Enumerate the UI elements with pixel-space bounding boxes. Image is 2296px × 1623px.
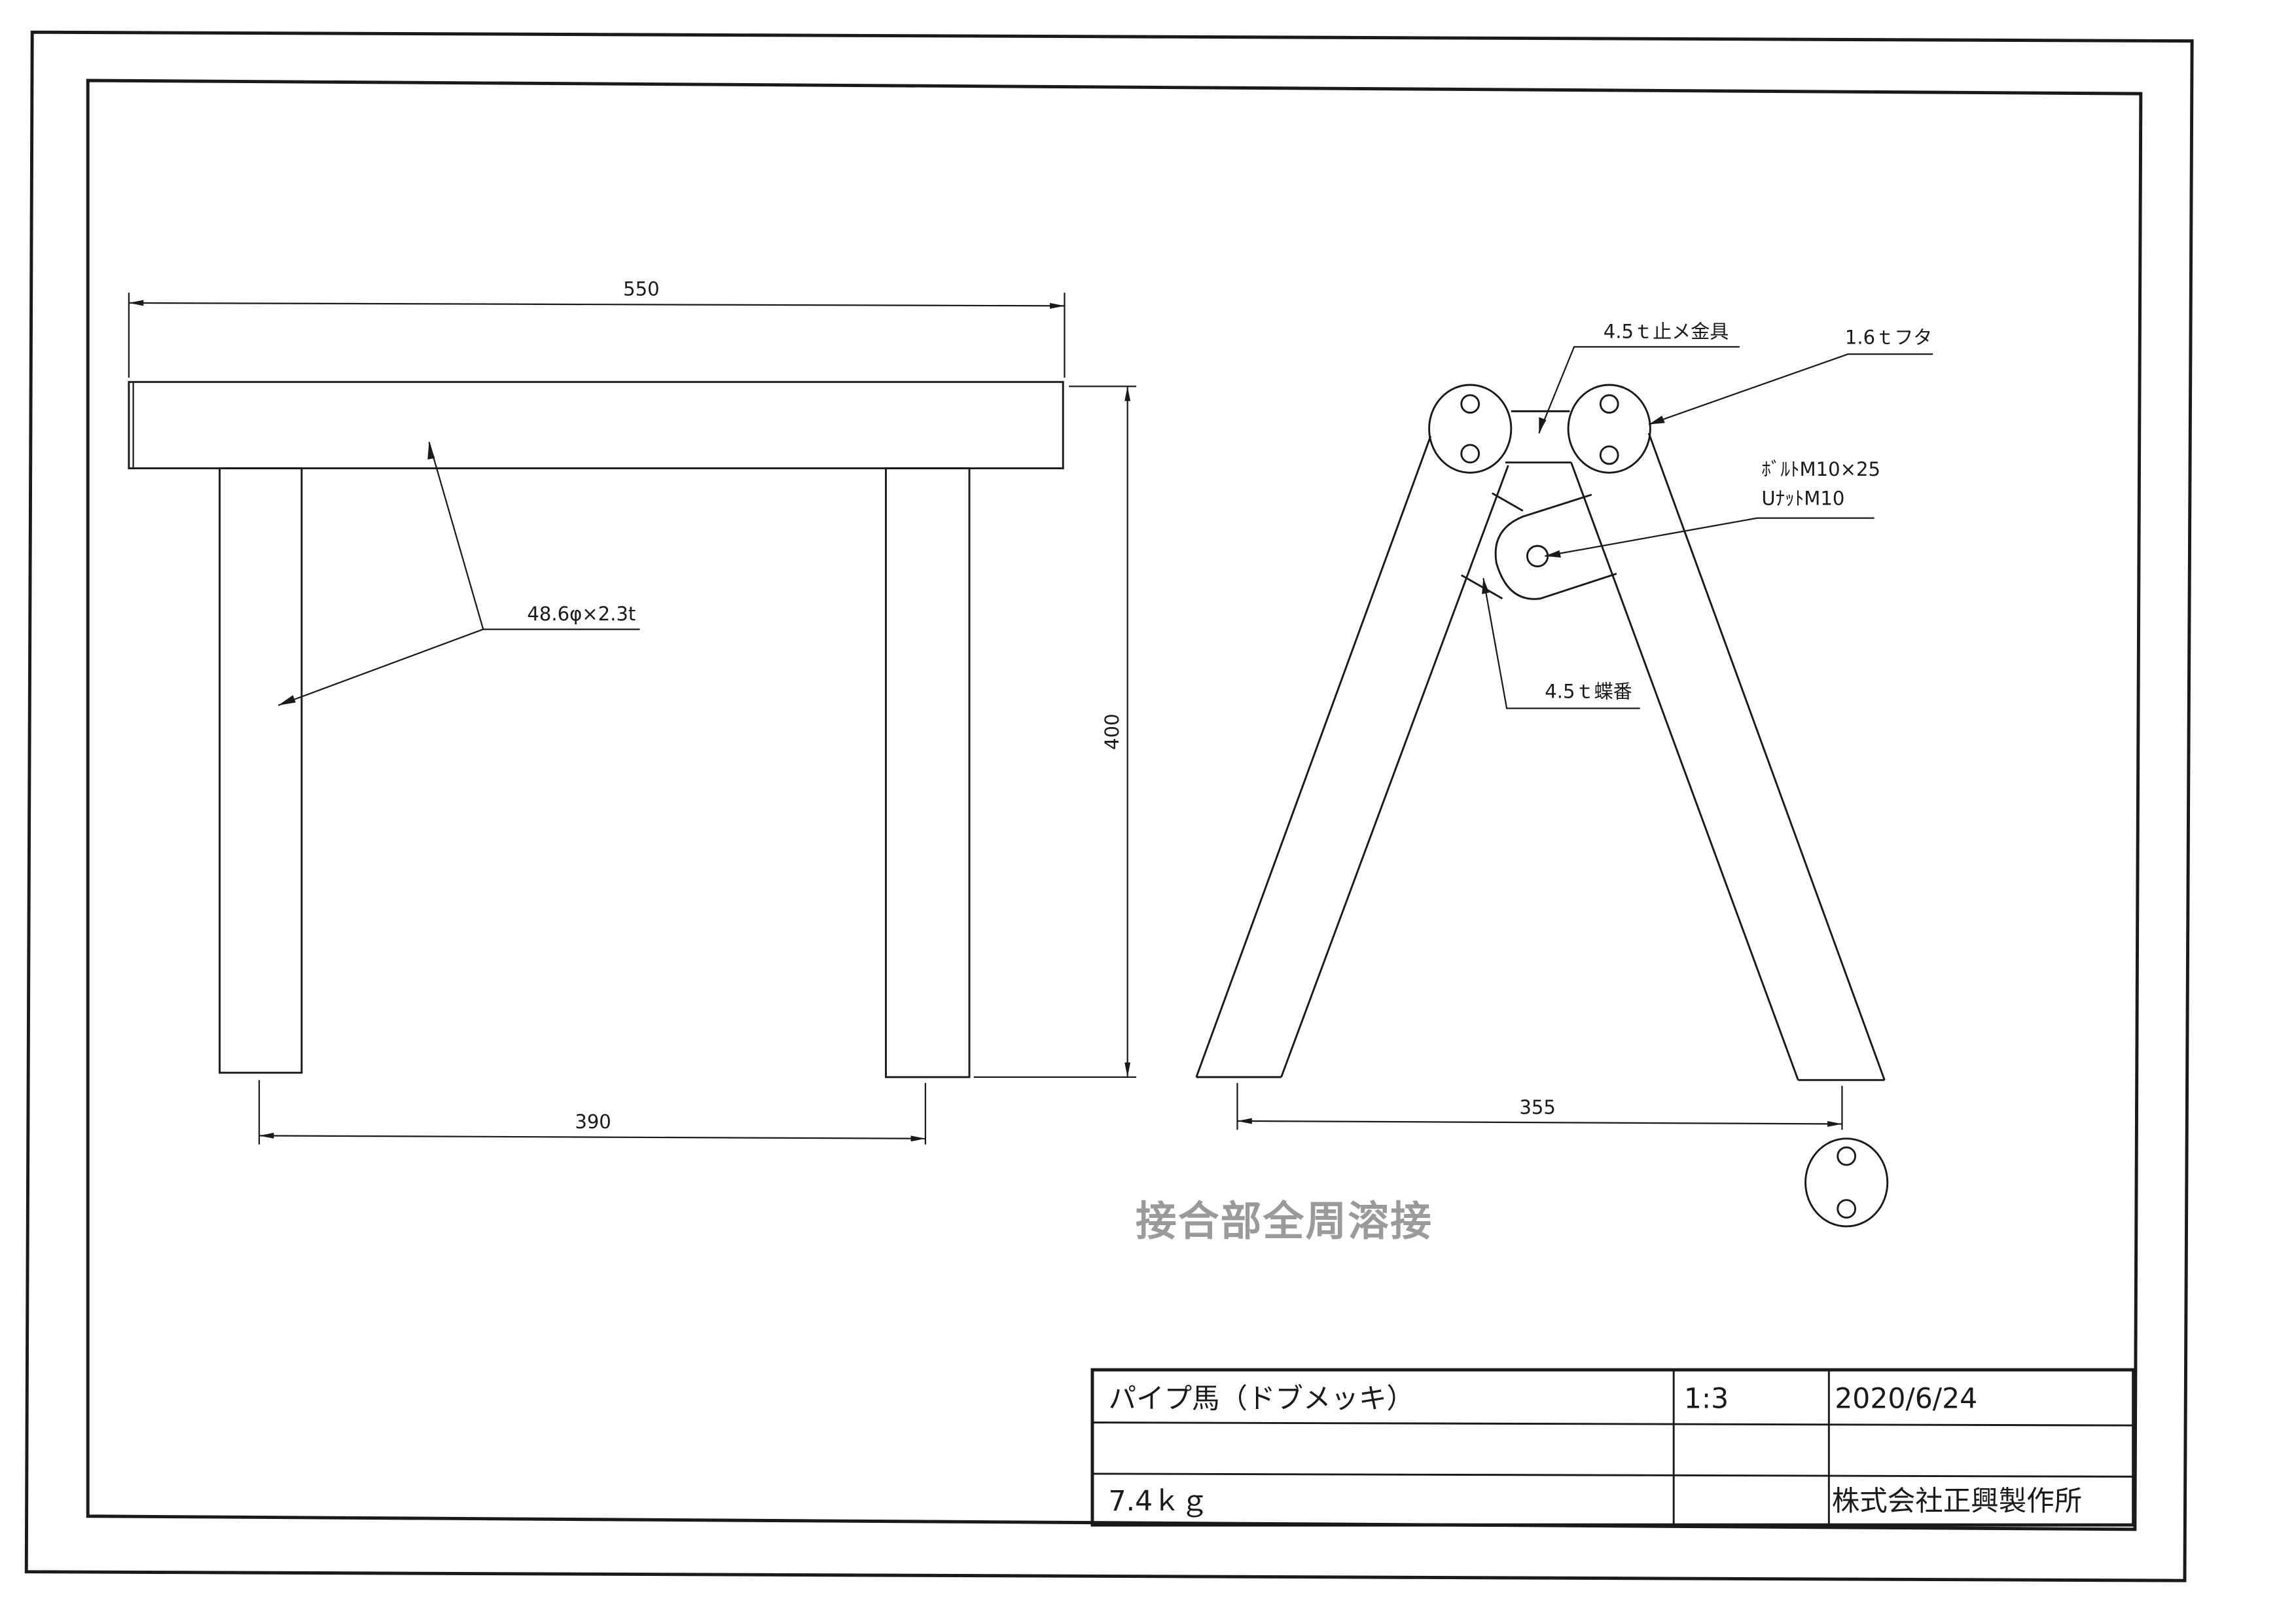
dim-550: 550 [623, 278, 659, 300]
nut-label: UﾅｯﾄM10 [1761, 488, 1844, 510]
stopper-leader: 4.5ｔ止メ金具 [1538, 321, 1740, 434]
cap-label: 1.6ｔフタ [1845, 327, 1932, 349]
title-scale: 1:3 [1684, 1383, 1729, 1415]
cap-left [1428, 383, 1513, 474]
title-block: パイプ馬（ドブメッキ） 1:3 2020/6/24 7.4ｋｇ 株式会社正興製作… [1090, 1368, 2136, 1527]
title-company: 株式会社正興製作所 [1832, 1486, 2082, 1518]
cap-right [1567, 383, 1651, 474]
title-date: 2020/6/24 [1835, 1383, 1977, 1415]
hinge-plate [1461, 492, 1617, 600]
welding-note-stamp: 接合部全周溶接 [1136, 1197, 1433, 1245]
dimension-foot-spacing: 355 [1236, 1082, 1843, 1130]
top-rail [128, 381, 1064, 470]
dimension-leg-spacing: 390 [258, 1080, 927, 1145]
dim-400: 400 [1101, 713, 1123, 749]
title-name: パイプ馬（ドブメッキ） [1109, 1383, 1414, 1415]
cap-leader: 1.6ｔフタ [1648, 327, 1933, 425]
outer-border [24, 30, 2194, 1582]
dim-390: 390 [575, 1111, 611, 1133]
pipe-spec-leader: 48.6φ×2.3t [278, 442, 640, 706]
front-view: 550 400 390 48.6φ×2.3t [128, 278, 1137, 1145]
inner-frame [86, 79, 2143, 1531]
dimension-height: 400 [973, 385, 1137, 1078]
right-leg [885, 467, 971, 1079]
bolt-leader: ﾎﾞﾙﾄM10×25 UﾅｯﾄM10 [1545, 458, 1880, 558]
bolt-label: ﾎﾞﾙﾄM10×25 [1761, 458, 1880, 480]
hinge-leader: 4.5ｔ蝶番 [1482, 578, 1640, 709]
dim-355: 355 [1519, 1096, 1555, 1118]
dimension-width: 550 [128, 278, 1066, 378]
pipe-spec-label: 48.6φ×2.3t [527, 603, 636, 625]
stopper-label: 4.5ｔ止メ金具 [1604, 321, 1729, 343]
side-view: 4.5ｔ止メ金具 1.6ｔフタ ﾎﾞﾙﾄM10×25 UﾅｯﾄM10 4.5ｔ蝶… [1195, 321, 1933, 1228]
title-weight: 7.4ｋｇ [1109, 1486, 1209, 1518]
hinge-label: 4.5ｔ蝶番 [1545, 681, 1632, 703]
left-leg [219, 467, 303, 1074]
cap-detail [1804, 1137, 1889, 1228]
